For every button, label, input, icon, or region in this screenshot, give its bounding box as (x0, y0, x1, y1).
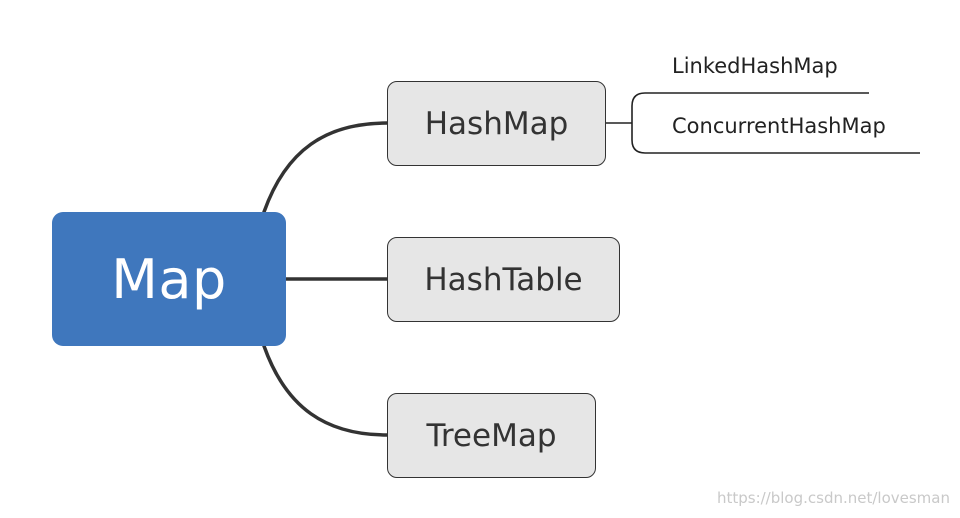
node-hashtable[interactable]: HashTable (387, 237, 620, 322)
connector-root-treemap (262, 344, 389, 437)
root-node-map[interactable]: Map (52, 212, 286, 346)
connector-root-hashmap (262, 121, 389, 214)
leaf-concurrenthashmap[interactable]: ConcurrentHashMap (672, 114, 886, 138)
node-treemap-label: TreeMap (426, 417, 557, 454)
node-hashmap[interactable]: HashMap (387, 81, 606, 166)
watermark: https://blog.csdn.net/lovesman (716, 489, 950, 507)
node-treemap[interactable]: TreeMap (387, 393, 596, 478)
node-hashmap-label: HashMap (424, 105, 569, 142)
leaf-linkedhashmap[interactable]: LinkedHashMap (672, 54, 838, 78)
node-hashtable-label: HashTable (424, 261, 583, 298)
root-node-label: Map (111, 247, 227, 311)
bracket (631, 92, 646, 154)
